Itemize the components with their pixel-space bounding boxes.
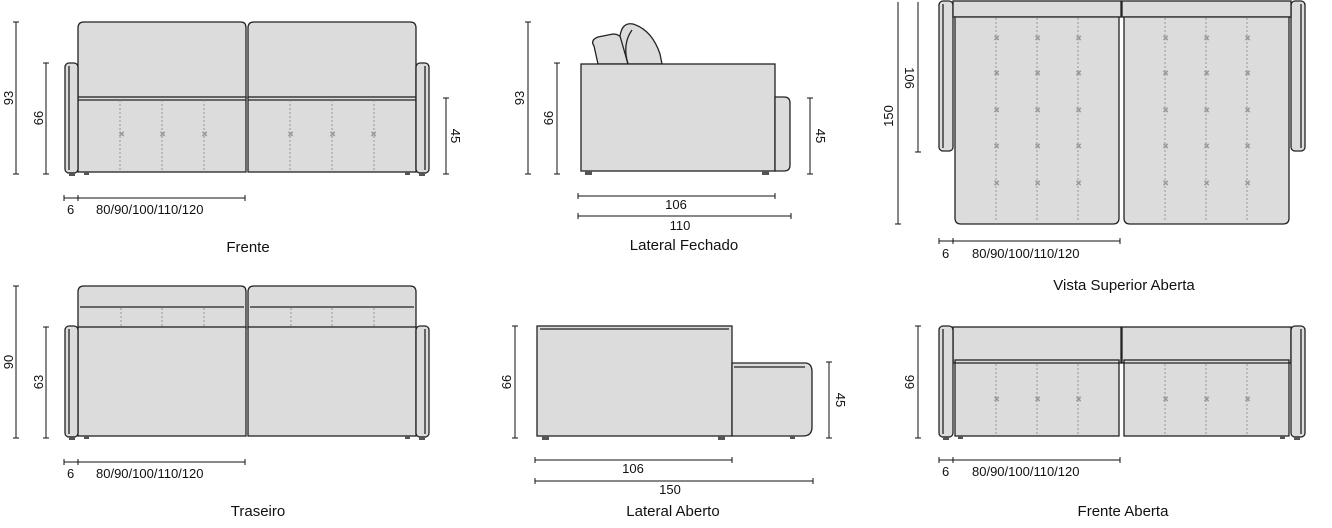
- svg-text:×: ×: [994, 33, 999, 43]
- side-open-dim-height-back: 66: [499, 375, 514, 389]
- svg-text:×: ×: [1204, 178, 1209, 188]
- top-open-tufting: × × × × × × × × × × × × × × × × × × × × × × × × × × × × × ×: [994, 33, 1251, 189]
- front-dimension-lines: [13, 21, 449, 201]
- front-dim-arm: 6: [67, 202, 74, 217]
- front-open-dimension-lines: [915, 325, 1121, 463]
- svg-text:×: ×: [1245, 33, 1250, 43]
- top-open-view-title: Vista Superior Aberta: [1053, 277, 1195, 294]
- svg-text:×: ×: [1076, 105, 1081, 115]
- svg-text:×: ×: [160, 129, 165, 139]
- svg-text:×: ×: [1163, 68, 1168, 78]
- view-front-open: × × × × × × 66 6 80/90/100/110/120 Frent…: [902, 325, 1306, 520]
- front-dim-height-seat: 45: [448, 129, 463, 143]
- svg-text:×: ×: [1076, 68, 1081, 78]
- view-back: 90 63 6 80/90/100/110/120 Traseiro: [1, 285, 430, 520]
- back-dim-height-back: 63: [31, 375, 46, 389]
- front-sofa-drawing: × × × × × ×: [64, 21, 430, 176]
- svg-text:×: ×: [1245, 105, 1250, 115]
- front-view-title: Frente: [226, 239, 269, 256]
- svg-text:×: ×: [1245, 394, 1250, 404]
- svg-text:×: ×: [1245, 68, 1250, 78]
- top-open-sofa-drawing: × × × × × × × × × × × × × × × × × × × × × × × × × × × × × ×: [938, 0, 1306, 225]
- side-open-dim-depth-total: 150: [659, 482, 681, 497]
- svg-text:×: ×: [1204, 394, 1209, 404]
- front-open-dim-module: 80/90/100/110/120: [972, 464, 1079, 479]
- view-front: × × × × × × 93 66: [1, 21, 463, 256]
- svg-text:×: ×: [1245, 178, 1250, 188]
- front-open-sofa-drawing: × × × × × ×: [938, 325, 1306, 440]
- view-side-open: 66 45 106 150 Lateral Aberto: [499, 325, 848, 520]
- svg-text:×: ×: [994, 105, 999, 115]
- side-open-dim-depth: 106: [622, 461, 644, 476]
- back-dim-module: 80/90/100/110/120: [96, 466, 203, 481]
- svg-text:×: ×: [1163, 178, 1168, 188]
- side-closed-dim-height-back: 66: [541, 111, 556, 125]
- svg-text:×: ×: [1076, 33, 1081, 43]
- side-closed-dim-depth-total: 110: [670, 218, 691, 233]
- svg-text:×: ×: [202, 129, 207, 139]
- svg-text:×: ×: [994, 68, 999, 78]
- view-side-closed: 93 66 45 106 110 Lateral Fechado: [512, 21, 828, 254]
- svg-text:×: ×: [330, 129, 335, 139]
- svg-text:×: ×: [994, 178, 999, 188]
- side-closed-dim-depth: 106: [665, 197, 687, 212]
- back-dim-height-total: 90: [1, 355, 16, 369]
- top-open-dim-depth-open: 150: [881, 105, 896, 127]
- front-dim-height-total: 93: [1, 91, 16, 105]
- svg-text:×: ×: [994, 141, 999, 151]
- svg-text:×: ×: [1035, 394, 1040, 404]
- svg-text:×: ×: [1035, 141, 1040, 151]
- top-open-dim-module: 80/90/100/110/120: [972, 246, 1079, 261]
- svg-text:×: ×: [1163, 141, 1168, 151]
- back-view-title: Traseiro: [231, 503, 285, 520]
- top-open-dim-depth-closed: 106: [902, 67, 917, 89]
- side-closed-dim-height-seat: 45: [813, 129, 828, 143]
- back-dim-arm: 6: [67, 466, 74, 481]
- svg-text:×: ×: [1163, 105, 1168, 115]
- side-open-sofa-drawing: [536, 325, 813, 440]
- side-closed-dimension-lines: [525, 21, 813, 219]
- side-closed-dim-height-total: 93: [512, 91, 527, 105]
- side-closed-sofa-drawing: [580, 23, 791, 175]
- back-dimension-lines: [13, 285, 246, 465]
- svg-text:×: ×: [1076, 394, 1081, 404]
- svg-text:×: ×: [1204, 141, 1209, 151]
- svg-text:×: ×: [288, 129, 293, 139]
- svg-text:×: ×: [1163, 33, 1168, 43]
- svg-text:×: ×: [1245, 141, 1250, 151]
- top-open-dimension-lines: [895, 2, 1121, 244]
- svg-text:×: ×: [1204, 68, 1209, 78]
- front-dim-height-back: 66: [31, 111, 46, 125]
- back-sofa-drawing: [64, 285, 430, 440]
- svg-text:×: ×: [1163, 394, 1168, 404]
- svg-text:×: ×: [371, 129, 376, 139]
- front-open-dim-height-back: 66: [902, 375, 917, 389]
- front-open-view-title: Frente Aberta: [1078, 503, 1170, 520]
- side-open-dim-height-seat: 45: [833, 393, 848, 407]
- side-open-dimension-lines: [512, 325, 832, 484]
- svg-text:×: ×: [1035, 68, 1040, 78]
- view-top-open: × × × × × × × × × × × × × × × × × × × × × × × × × × × × × × …: [881, 0, 1306, 294]
- svg-text:×: ×: [1035, 105, 1040, 115]
- svg-text:×: ×: [1204, 33, 1209, 43]
- svg-text:×: ×: [994, 394, 999, 404]
- front-open-dim-arm: 6: [942, 464, 949, 479]
- side-open-view-title: Lateral Aberto: [626, 503, 719, 520]
- side-closed-view-title: Lateral Fechado: [630, 237, 738, 254]
- svg-text:×: ×: [119, 129, 124, 139]
- svg-text:×: ×: [1035, 178, 1040, 188]
- svg-text:×: ×: [1076, 141, 1081, 151]
- top-open-dim-arm: 6: [942, 246, 949, 261]
- front-dim-module: 80/90/100/110/120: [96, 202, 203, 217]
- svg-text:×: ×: [1035, 33, 1040, 43]
- svg-text:×: ×: [1076, 178, 1081, 188]
- svg-text:×: ×: [1204, 105, 1209, 115]
